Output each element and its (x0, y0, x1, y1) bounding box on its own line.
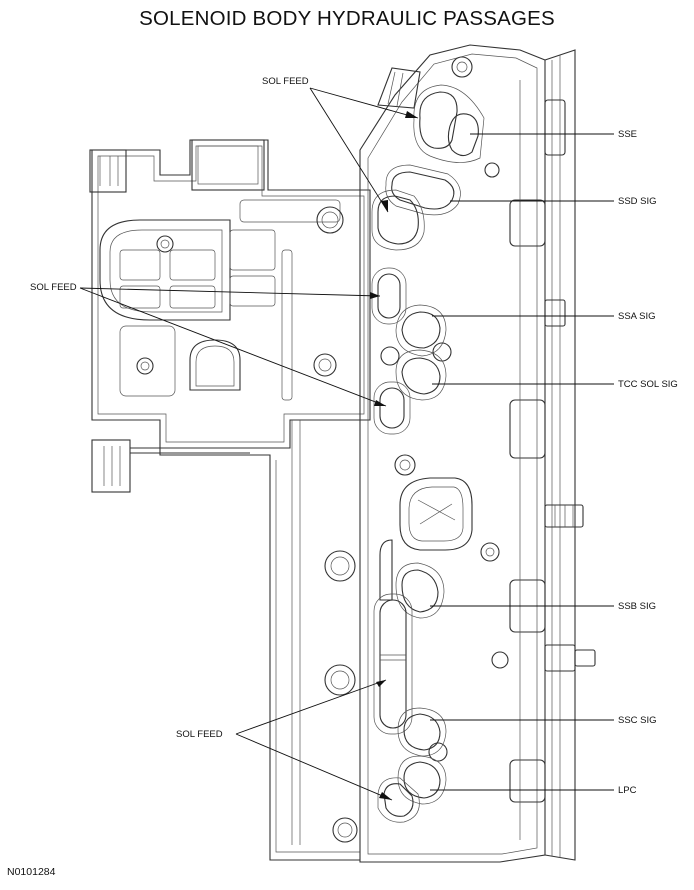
label-sol-feed-mid: SOL FEED (30, 282, 77, 293)
label-ssa-sig: SSA SIG (618, 311, 656, 322)
sol-feed-passage-mid-lower (379, 387, 405, 429)
sol-feed-passage-bottom (383, 783, 414, 817)
sse-feed-passage (419, 91, 458, 149)
sol-feed-passage-long (379, 599, 407, 729)
ssb-signal-passage (401, 569, 439, 613)
label-sse: SSE (618, 129, 637, 140)
center-plate (359, 44, 546, 863)
arrowheads (370, 111, 418, 800)
label-sol-feed-top: SOL FEED (262, 76, 309, 87)
sol-feed-passage-top (377, 195, 419, 245)
figure-id: N0101284 (7, 866, 56, 878)
right-components (509, 49, 596, 861)
sse-signal-passage (447, 113, 479, 157)
label-ssb-sig: SSB SIG (618, 601, 656, 612)
label-ssc-sig: SSC SIG (618, 715, 657, 726)
hydraulic-passages (371, 84, 485, 823)
ssc-signal-passage (403, 713, 441, 751)
diagram-title: SOLENOID BODY HYDRAULIC PASSAGES (139, 7, 555, 30)
ssa-signal-passage (401, 311, 441, 349)
ssd-signal-passage (391, 171, 455, 210)
left-housing (89, 139, 371, 861)
label-lpc: LPC (618, 785, 637, 796)
tcc-sol-signal-passage (401, 357, 441, 395)
sol-feed-passage-mid-upper (377, 273, 401, 319)
label-tcc-sol-sig: TCC SOL SIG (618, 379, 678, 390)
leader-lines (79, 87, 614, 801)
lpc-signal-passage (403, 761, 441, 799)
label-ssd-sig: SSD SIG (618, 196, 657, 207)
label-sol-feed-bottom: SOL FEED (176, 729, 223, 740)
